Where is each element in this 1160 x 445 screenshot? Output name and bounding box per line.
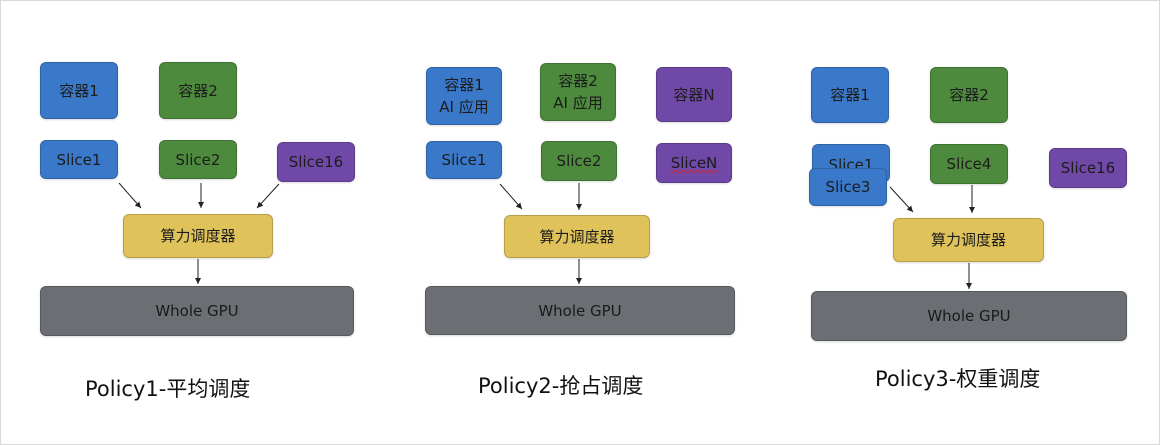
scheduler-label: 算力调度器 xyxy=(930,231,1006,249)
scheduler-box: 算力调度器 xyxy=(893,218,1044,262)
slice16-box: Slice16 xyxy=(1049,148,1127,188)
policy1-caption: Policy1-平均调度 xyxy=(85,377,251,401)
scheduler-box: 算力调度器 xyxy=(123,214,273,258)
slice16-box: Slice16 xyxy=(277,142,355,182)
container1-label-line1: 容器1 xyxy=(444,76,484,94)
container2-label: 容器2 xyxy=(949,86,989,104)
slice2-label: Slice2 xyxy=(556,152,602,170)
arrow-slice1-to-scheduler xyxy=(499,183,523,210)
container1-box: 容器1 xyxy=(811,67,889,123)
whole-gpu-label: Whole GPU xyxy=(927,307,1011,325)
container1-box: 容器1 AI 应用 xyxy=(426,67,502,125)
arrow-slice1-to-scheduler xyxy=(118,182,142,209)
slice4-box: Slice4 xyxy=(930,144,1008,184)
slice1-label: Slice1 xyxy=(56,150,102,169)
sliceN-label: SliceN xyxy=(670,154,718,172)
slice2-box: Slice2 xyxy=(159,140,237,179)
policy3-caption: Policy3-权重调度 xyxy=(875,367,1041,391)
container1-label: 容器1 xyxy=(59,81,99,100)
slice1-label: Slice1 xyxy=(441,151,487,169)
container1-label-line2: AI 应用 xyxy=(439,98,489,116)
container2-label-line2: AI 应用 xyxy=(553,94,603,112)
arrow-slice3-to-scheduler xyxy=(889,186,914,213)
slice2-box: Slice2 xyxy=(541,141,617,181)
whole-gpu-box: Whole GPU xyxy=(811,291,1127,341)
whole-gpu-label: Whole GPU xyxy=(155,302,239,320)
slice16-label: Slice16 xyxy=(1060,159,1116,177)
slice1-box: Slice1 xyxy=(426,141,502,179)
container2-box: 容器2 xyxy=(930,67,1008,123)
container2-label: 容器2 xyxy=(178,81,218,100)
whole-gpu-label: Whole GPU xyxy=(538,301,622,320)
whole-gpu-box: Whole GPU xyxy=(425,286,735,335)
container2-box: 容器2 xyxy=(159,62,237,119)
scheduler-label: 算力调度器 xyxy=(539,227,615,246)
container1-box: 容器1 xyxy=(40,62,118,119)
slice3-box: Slice3 xyxy=(809,168,887,206)
container2-label-line1: 容器2 xyxy=(558,72,598,90)
containerN-label: 容器N xyxy=(673,85,715,104)
scheduler-label: 算力调度器 xyxy=(160,227,236,245)
arrow-slice16-to-scheduler xyxy=(256,183,280,209)
container2-box: 容器2 AI 应用 xyxy=(540,63,616,121)
slice1-box: Slice1 xyxy=(40,140,118,179)
slice3-label: Slice3 xyxy=(825,178,871,196)
container1-label: 容器1 xyxy=(830,86,870,104)
scheduler-box: 算力调度器 xyxy=(504,215,650,258)
sliceN-box: SliceN xyxy=(656,143,732,183)
whole-gpu-box: Whole GPU xyxy=(40,286,354,336)
containerN-box: 容器N xyxy=(656,67,732,122)
policy2-caption: Policy2-抢占调度 xyxy=(478,374,644,398)
slice2-label: Slice2 xyxy=(175,150,221,169)
slice16-label: Slice16 xyxy=(288,153,344,171)
slice4-label: Slice4 xyxy=(946,155,992,173)
